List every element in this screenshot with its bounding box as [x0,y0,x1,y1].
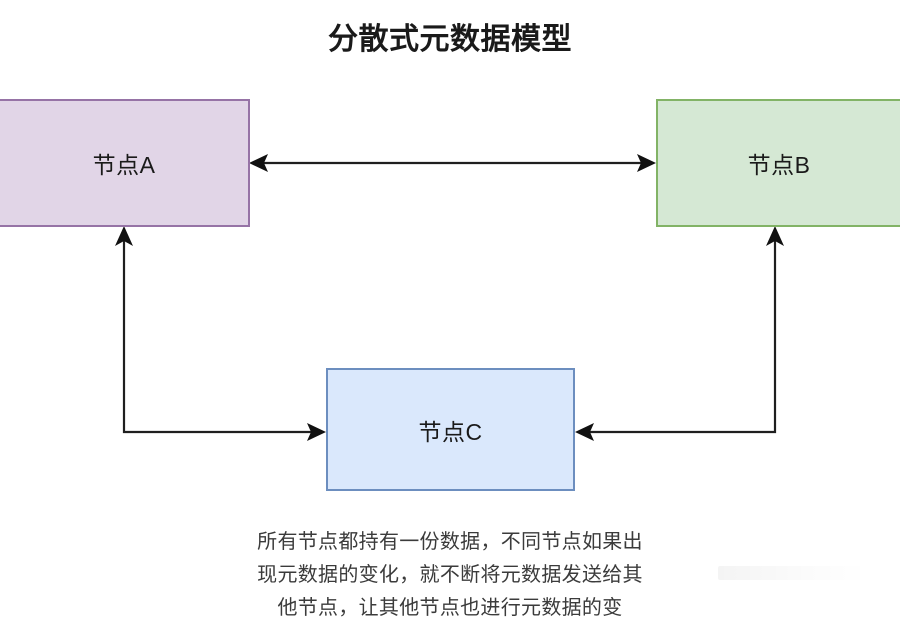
node-a-box[interactable]: 节点A [0,99,250,227]
arrowhead-right-icon [307,423,326,441]
node-a-label: 节点A [92,152,156,178]
node-b-label: 节点B [747,152,811,178]
caption-line-3: 他节点，让其他节点也进行元数据的变 [277,597,623,619]
arrowhead-left-icon [249,154,268,172]
edge-node-b-to-node-c [575,226,784,441]
watermark-smudge [718,566,868,580]
arrowhead-up-icon [766,226,784,246]
diagram-title: 分散式元数据模型 [328,23,572,56]
arrowhead-left-icon [575,423,594,441]
diagram-caption: 所有节点都持有一份数据，不同节点如果出 现元数据的变化，就不断将元数据发送给其 … [0,526,900,625]
edge-node-a-to-node-b [249,154,656,172]
caption-line-2: 现元数据的变化，就不断将元数据发送给其 [257,564,643,586]
arrowhead-right-icon [637,154,656,172]
caption-line-1: 所有节点都持有一份数据，不同节点如果出 [257,531,643,553]
node-c-label: 节点C [418,418,483,445]
arrowhead-up-icon [115,226,133,246]
node-b-box[interactable]: 节点B [656,99,900,227]
edge-node-a-to-node-c [115,226,326,441]
node-c-box[interactable]: 节点C [326,368,575,491]
